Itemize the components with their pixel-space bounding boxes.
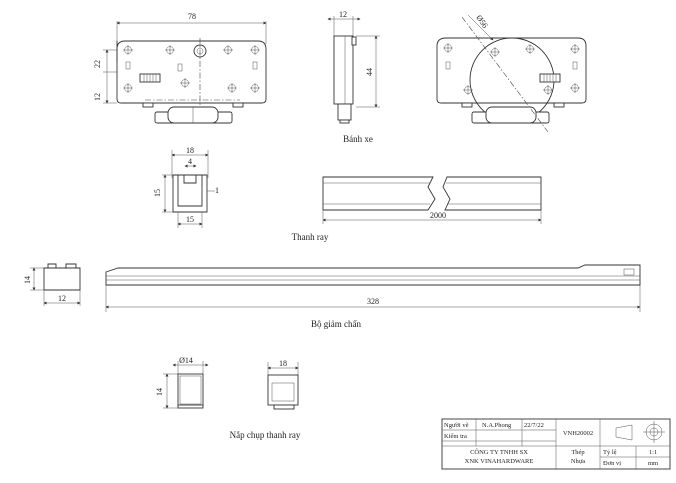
- tb-checked-by-label: Kiểm tra: [444, 433, 467, 440]
- dim-rail-inner: 15: [186, 215, 194, 224]
- dim-cap-diameter: Ø14: [179, 356, 193, 365]
- tb-unit-label: Đơn vị: [603, 460, 621, 467]
- cap-round-view: Ø14 14: [155, 356, 209, 409]
- dim-rail-height: 15: [153, 189, 162, 197]
- dim-wheel-diameter: Ø56: [474, 13, 489, 29]
- wheel-front-view: 78 22: [93, 12, 267, 124]
- tb-material-line1: Thép: [571, 449, 584, 456]
- rail-length-view: 2000: [322, 176, 542, 224]
- dim-rail-width: 18: [186, 146, 194, 155]
- tb-drawn-by-label: Người vẽ: [444, 422, 469, 429]
- dim-wheel-hole-spacing: 22: [93, 60, 102, 68]
- tb-unit-value: mm: [648, 460, 658, 467]
- tb-company-line1: CÔNG TY TNHH SX: [470, 448, 528, 456]
- tb-material-line2: Nhựa: [571, 458, 585, 465]
- dim-damper-length: 328: [367, 297, 379, 306]
- dim-wheel-bottom-offset: 12: [93, 93, 102, 101]
- tb-company-line2: XNK VINAHARDWARE: [465, 458, 534, 465]
- dim-wheel-width: 78: [188, 12, 196, 21]
- tb-scale-label: Tỷ lệ: [603, 449, 617, 456]
- dim-wheel-thickness: 12: [339, 10, 347, 19]
- tb-drawn-by-name: N.A.Phong: [482, 422, 512, 429]
- damper-end-view: 14 12: [23, 263, 81, 306]
- tb-date: 22/7/22: [524, 422, 544, 429]
- cap-square-view: 18: [267, 359, 299, 410]
- dim-rail-thickness: 1: [215, 186, 219, 195]
- dim-damper-width: 12: [58, 294, 66, 303]
- rail-profile: 18 4 15 1 15: [153, 146, 219, 228]
- caption-rail: Thanh ray: [292, 232, 329, 242]
- dim-damper-height: 14: [23, 276, 32, 284]
- wheel-back-view: Ø56: [436, 13, 587, 133]
- tb-scale-value: 1:1: [649, 449, 657, 456]
- tb-drawing-number: VNH20002: [563, 430, 593, 437]
- caption-damper: Bộ giảm chấn: [311, 319, 361, 329]
- dim-wheel-height: 44: [365, 68, 374, 76]
- dim-cap-width: 18: [279, 359, 287, 368]
- caption-cap: Nắp chụp thanh ray: [230, 430, 301, 440]
- title-block: [441, 418, 671, 470]
- dim-rail-length: 2000: [430, 211, 446, 220]
- caption-wheel: Bánh xe: [343, 134, 373, 144]
- damper-length-view: 328: [105, 264, 641, 312]
- dim-cap-height: 14: [155, 388, 164, 396]
- wheel-side-view: 12 44: [327, 10, 380, 124]
- dim-rail-slot: 4: [188, 157, 192, 166]
